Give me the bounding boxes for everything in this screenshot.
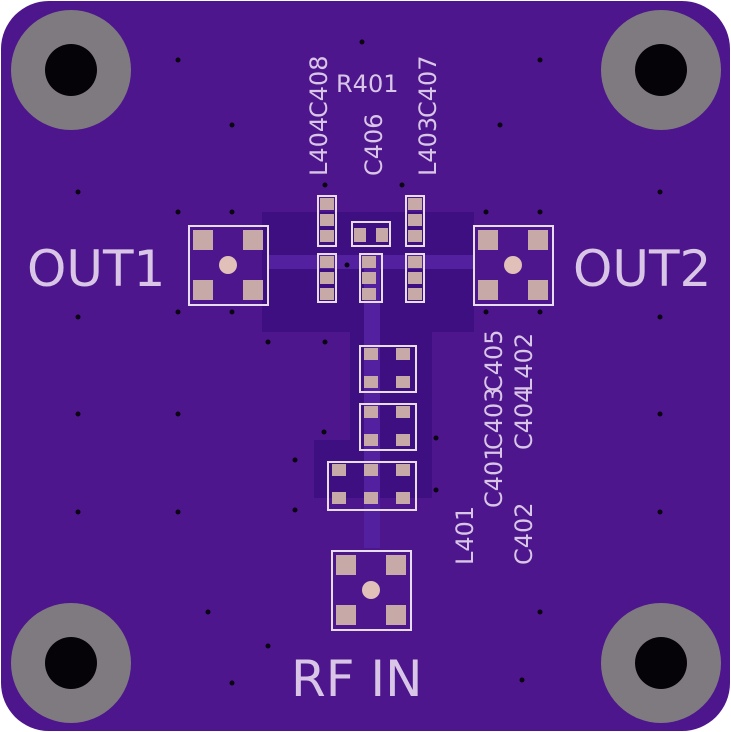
label-c407: C407	[414, 55, 442, 118]
connector-out2	[473, 225, 554, 306]
label-c401: C401	[480, 445, 508, 508]
lower-components	[327, 345, 417, 511]
connector-out1	[188, 225, 269, 306]
stitching-vias	[75, 39, 663, 686]
label-c404: C404	[510, 387, 538, 450]
mounting-hole-bottom-right	[601, 603, 721, 723]
mounting-hole-top-left	[11, 10, 131, 130]
label-l402: L402	[510, 333, 538, 392]
connector-rf-in	[331, 550, 412, 631]
label-r401: R401	[336, 70, 398, 98]
label-c406: C406	[360, 113, 388, 176]
label-l403: L403	[414, 117, 442, 176]
label-l404: L404	[305, 117, 333, 176]
label-rf-in: RF IN	[291, 650, 423, 708]
label-c402: C402	[510, 502, 538, 565]
label-out2: OUT2	[573, 240, 711, 298]
label-c403: C403	[480, 387, 508, 450]
label-l401: L401	[451, 506, 479, 565]
label-c408: C408	[305, 55, 333, 118]
mounting-hole-top-right	[601, 10, 721, 130]
label-out1: OUT1	[27, 240, 165, 298]
label-c405: C405	[480, 329, 508, 392]
mounting-hole-bottom-left	[11, 603, 131, 723]
upper-components	[317, 195, 425, 303]
